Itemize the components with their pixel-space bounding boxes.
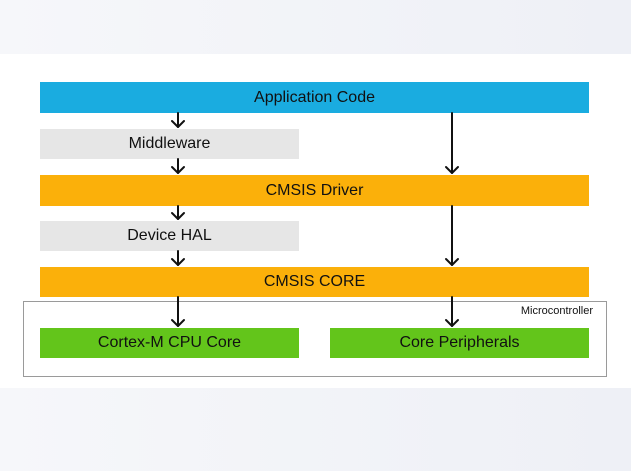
microcontroller-frame [23, 301, 607, 377]
microcontroller-label: Microcontroller [520, 305, 593, 317]
core-peripherals-box: Core Peripherals [330, 328, 589, 358]
cmsis-driver-label: CMSIS Driver [265, 181, 364, 199]
cmsis-core-box: CMSIS CORE [40, 267, 589, 297]
cmsis-core-label: CMSIS CORE [263, 273, 366, 290]
cmsis-driver-box: CMSIS Driver [40, 175, 589, 206]
cortex-m-cpu-core-label: Cortex-M CPU Core [97, 334, 242, 351]
device-hal-label: Device HAL [127, 227, 212, 244]
device-hal-box: Device HAL [40, 221, 299, 251]
core-peripherals-label: Core Peripherals [399, 334, 520, 351]
application-code-box: Application Code [40, 82, 589, 113]
cortex-m-cpu-core-box: Cortex-M CPU Core [40, 328, 299, 358]
application-code-label: Application Code [254, 88, 375, 106]
middleware-label: Middleware [128, 135, 211, 152]
middleware-box: Middleware [40, 129, 299, 159]
